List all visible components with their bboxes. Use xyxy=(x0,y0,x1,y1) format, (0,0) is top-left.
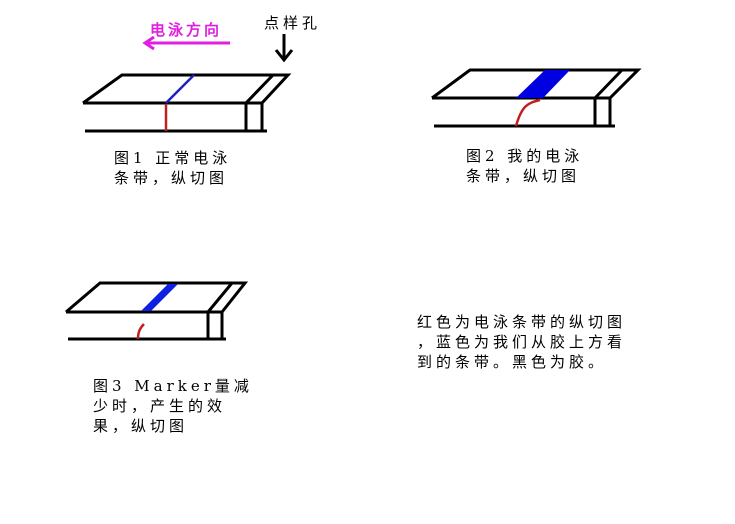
caption-line: 条带，纵切图 xyxy=(466,167,581,185)
legend-line: ，蓝色为我们从胶上方看 xyxy=(417,333,627,351)
legend-line: 红色为电泳条带的纵切图 xyxy=(417,313,627,331)
direction-label: 电泳方向 xyxy=(150,21,223,39)
figure-2-band-section xyxy=(514,98,541,127)
caption-line: 条带，纵切图 xyxy=(114,169,229,187)
caption-line: 图3 Marker量减 xyxy=(93,377,253,395)
figure-3-band-top xyxy=(141,284,178,311)
direction-arrow xyxy=(142,35,230,51)
caption-line: 果，纵切图 xyxy=(93,417,189,435)
figure-2-band-top xyxy=(516,70,570,98)
figure-1-band-top xyxy=(165,74,195,104)
figure-1-gel xyxy=(82,73,292,133)
figure-2-gel xyxy=(431,68,642,128)
caption-line: 少时，产生的效 xyxy=(93,397,227,415)
well-label: 点样孔 xyxy=(264,14,322,32)
figure-3-gel xyxy=(65,281,249,341)
figure-3-band-section xyxy=(136,323,145,340)
well-arrow xyxy=(274,34,294,63)
caption-line: 图2 我的电泳 xyxy=(466,147,584,165)
legend-line: 到的条带。黑色为胶。 xyxy=(417,353,608,371)
caption-line: 图1 正常电泳 xyxy=(114,149,232,167)
